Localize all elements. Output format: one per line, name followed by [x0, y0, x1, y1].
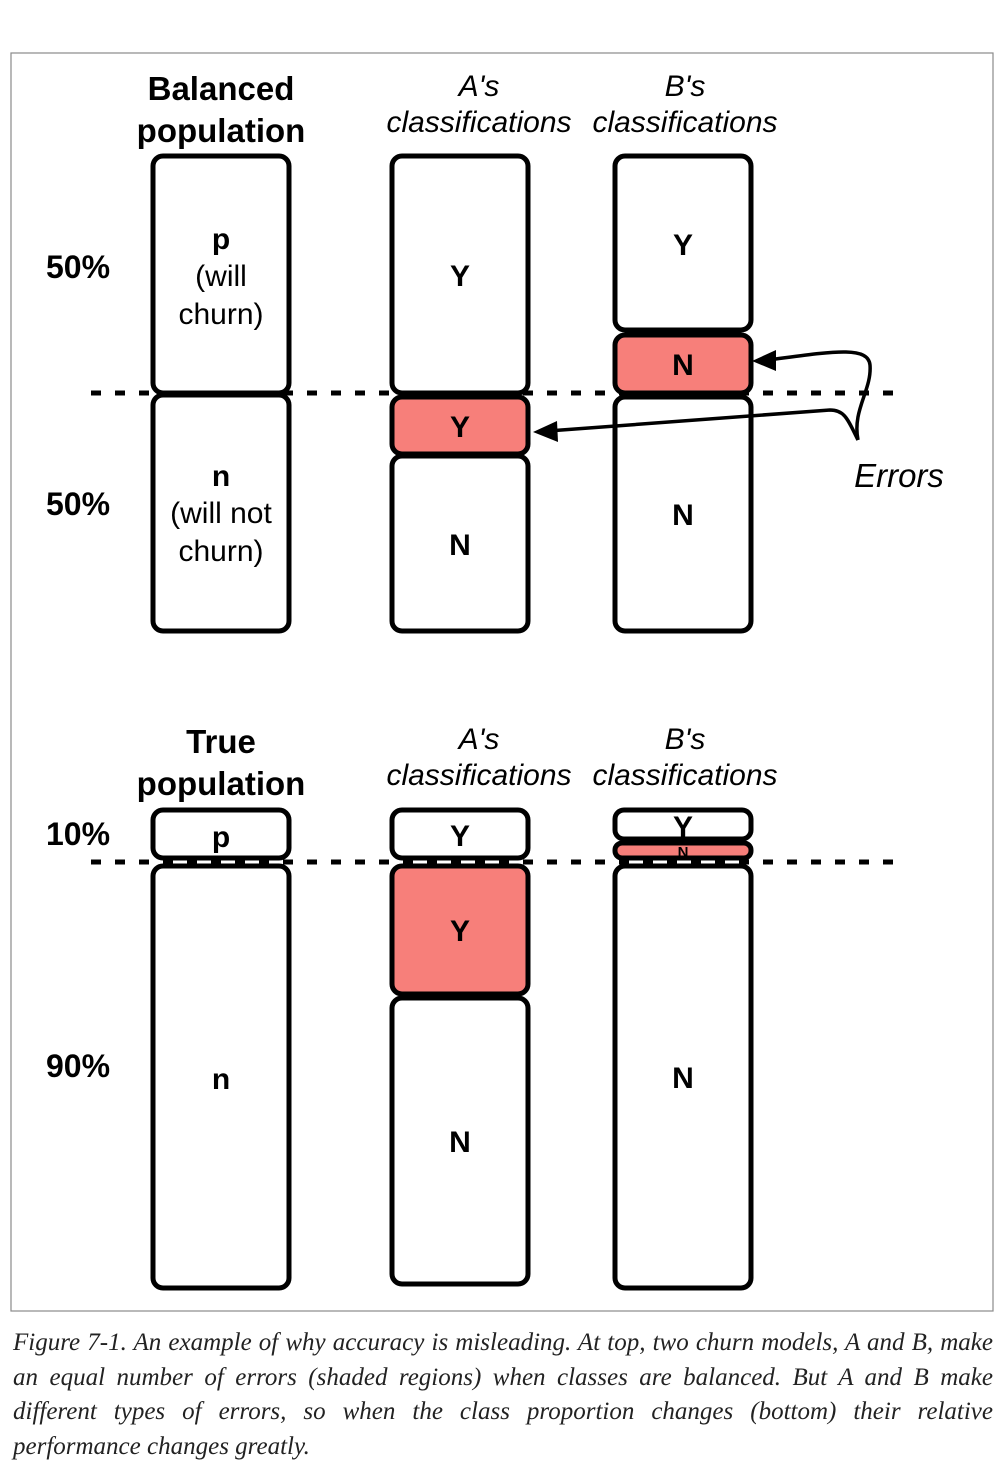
- top-a-title-line1: A's: [457, 70, 500, 103]
- bottom-population-n-label: n: [212, 1063, 230, 1096]
- top-population-title-line2: population: [137, 112, 306, 149]
- bottom-b-y-box: [612, 807, 754, 842]
- bottom-b-n-error-box: [612, 840, 754, 861]
- errors-label: Errors: [854, 457, 944, 494]
- figure-frame: [10, 52, 994, 1312]
- bottom-a-title-line1: A's: [457, 723, 500, 756]
- bottom-b-n-correct-label: N: [672, 1062, 694, 1095]
- bottom-a-y-error-box: [389, 863, 531, 997]
- top-upper-percentage: 50%: [46, 249, 110, 285]
- figure-caption: Figure 7-1. An example of why accuracy i…: [13, 1329, 993, 1460]
- top-population-p-label: p: [212, 223, 230, 256]
- top-b-y-box: [612, 153, 754, 333]
- bottom-a-title-line2: classifications: [386, 759, 571, 792]
- errors-arrowhead-a: [533, 421, 558, 442]
- top-population-p-desc1: (will: [195, 260, 247, 293]
- bottom-population-title-line2: population: [137, 765, 306, 802]
- bottom-lower-percentage: 90%: [46, 1048, 110, 1084]
- top-b-n-error-label: N: [672, 349, 694, 382]
- top-a-n-label: N: [449, 529, 471, 562]
- bottom-b-n-correct-box: [612, 863, 754, 1291]
- top-population-n-label: n: [212, 460, 230, 493]
- top-a-y-error-label: Y: [450, 411, 470, 444]
- bottom-a-n-box: [389, 995, 531, 1287]
- bottom-b-n-error-label: N: [678, 844, 689, 861]
- top-panel: Balanced population A's classifications …: [46, 70, 944, 634]
- bottom-b-y-label: Y: [673, 811, 693, 844]
- bottom-population-title-line1: True: [186, 723, 256, 760]
- top-a-n-box: [389, 453, 531, 634]
- bottom-upper-percentage: 10%: [46, 816, 110, 852]
- top-a-title-line2: classifications: [386, 106, 571, 139]
- bottom-panel: True population A's classifications B's …: [46, 723, 900, 1291]
- top-b-y-label: Y: [673, 229, 693, 262]
- bottom-a-y-correct-box: [389, 807, 531, 861]
- top-b-n-correct-box: [612, 394, 754, 634]
- top-population-n-desc2: churn): [178, 535, 263, 568]
- top-b-title-line1: B's: [665, 70, 706, 103]
- bottom-a-n-label: N: [449, 1126, 471, 1159]
- accuracy-diagram: Balanced population A's classifications …: [10, 52, 994, 1312]
- bottom-population-n-box: [150, 863, 292, 1291]
- errors-arrow-to-a: [547, 408, 860, 441]
- errors-arrowhead-b: [752, 350, 776, 371]
- errors-arrow-to-b: [767, 350, 872, 441]
- top-b-n-error-box: [612, 332, 754, 396]
- bottom-b-title-line1: B's: [665, 723, 706, 756]
- top-population-title-line1: Balanced: [148, 70, 295, 107]
- top-b-n-correct-label: N: [672, 499, 694, 532]
- top-population-n-desc1: (will not: [170, 497, 272, 530]
- top-population-p-desc2: churn): [178, 298, 263, 331]
- top-lower-percentage: 50%: [46, 486, 110, 522]
- top-a-y-correct-label: Y: [450, 260, 470, 293]
- bottom-population-p-label: p: [212, 821, 230, 854]
- bottom-a-y-error-label: Y: [450, 915, 470, 948]
- bottom-population-p-box: [150, 807, 292, 861]
- bottom-a-y-correct-label: Y: [450, 820, 470, 853]
- top-b-title-line2: classifications: [592, 106, 777, 139]
- bottom-b-title-line2: classifications: [592, 759, 777, 792]
